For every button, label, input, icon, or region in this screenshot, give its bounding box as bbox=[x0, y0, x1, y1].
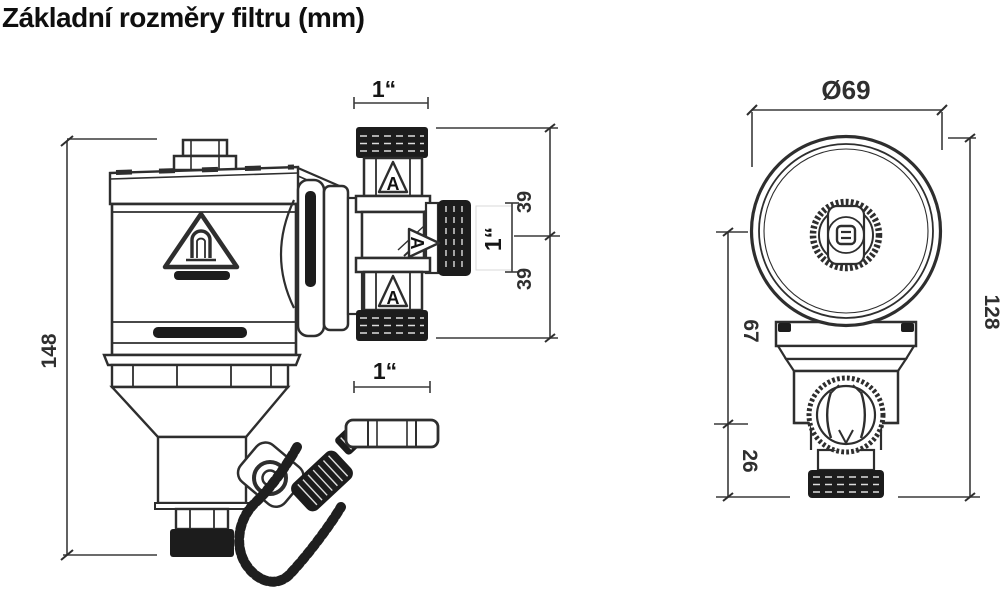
side-view: 148 bbox=[38, 76, 560, 587]
drain-plug-cap bbox=[170, 529, 234, 557]
magnet-warning-icon bbox=[162, 211, 240, 280]
dim-148-label: 148 bbox=[38, 333, 61, 368]
filter-body bbox=[102, 138, 369, 587]
dim-top-connection: 1“ bbox=[353, 76, 429, 109]
front-lower-housing bbox=[774, 320, 918, 498]
caption-smudge bbox=[174, 271, 230, 280]
dim-26-label: 26 bbox=[738, 449, 761, 472]
front-view: Ø69 128 67 26 bbox=[714, 75, 1000, 502]
dim-39-upper-label: 39 bbox=[514, 191, 536, 213]
dim-67-label: 67 bbox=[739, 319, 762, 342]
dim-diameter-label: Ø69 bbox=[821, 75, 870, 105]
dim-top-inch-label: 1“ bbox=[372, 76, 396, 102]
dome-profile-arc bbox=[280, 199, 295, 309]
dim-67-26: 67 26 bbox=[714, 227, 790, 502]
vent-knob bbox=[172, 138, 238, 172]
flow-arrow-icon: A bbox=[377, 160, 409, 194]
dim-39-39: 39 39 bbox=[436, 123, 560, 343]
svg-text:A: A bbox=[407, 237, 427, 250]
top-thread bbox=[356, 127, 428, 158]
dim-bottom-inch-label: 1“ bbox=[373, 358, 397, 384]
page-title: Základní rozměry filtru (mm) bbox=[2, 2, 365, 33]
seal-mark-right bbox=[901, 323, 914, 332]
union-nut bbox=[344, 418, 440, 449]
safety-chain bbox=[234, 442, 346, 587]
valve-port bbox=[806, 375, 886, 455]
dim-128-label: 128 bbox=[980, 294, 1000, 329]
flow-arrow-icon: A bbox=[407, 227, 441, 259]
dim-total-height: 128 bbox=[898, 133, 1000, 502]
canister bbox=[110, 199, 298, 357]
brand-print-smudge bbox=[153, 327, 247, 338]
bowl-assembly bbox=[102, 353, 302, 557]
dim-overall-height: 148 bbox=[38, 135, 157, 561]
outlet-bands bbox=[296, 178, 364, 338]
svg-text:A: A bbox=[387, 174, 400, 194]
valve-tee: A A A bbox=[344, 127, 471, 449]
dim-bottom-connection: 1“ bbox=[353, 358, 431, 393]
dim-side-inch-label: 1“ bbox=[480, 227, 506, 251]
hub-vent-knob bbox=[809, 198, 883, 272]
dim-diameter: Ø69 bbox=[746, 75, 948, 167]
dim-side-connection: 1“ bbox=[475, 202, 519, 273]
brand-print-vertical-smudge bbox=[305, 191, 316, 287]
seal-mark-left bbox=[778, 323, 791, 332]
chain-cap bbox=[291, 450, 353, 512]
drain-assembly bbox=[234, 421, 369, 587]
flow-arrow-icon: A bbox=[377, 274, 409, 308]
dim-39-lower-label: 39 bbox=[514, 268, 536, 290]
front-body-circle bbox=[749, 134, 943, 328]
svg-text:A: A bbox=[387, 288, 400, 308]
